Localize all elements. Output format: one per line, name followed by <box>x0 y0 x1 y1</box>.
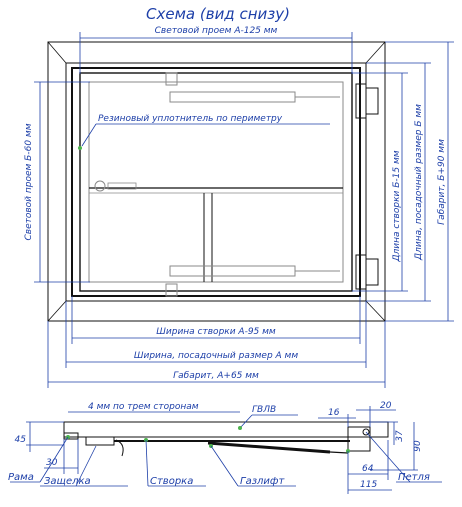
dim-45-label: 45 <box>15 435 27 445</box>
light-width-label: Световой проем А-125 мм <box>155 26 278 36</box>
dim-90-label: 90 <box>413 440 423 452</box>
gaslift-body <box>207 441 331 454</box>
sash-width-label: Ширина створки А-95 мм <box>156 327 276 337</box>
bevel-bl <box>47 300 67 322</box>
latch-bottom <box>165 283 178 297</box>
overall-height-label: Габарит, Б+90 мм <box>437 139 447 225</box>
gvlv-leader <box>239 414 253 429</box>
sash-length-label: Длина створки Б-15 мм <box>392 150 402 262</box>
bevel-br <box>365 300 386 322</box>
seal-marker <box>78 146 82 150</box>
gaslift-label: Газлифт <box>240 476 285 487</box>
hinge-pivot <box>362 428 370 436</box>
hinge-bottom-body <box>365 258 379 286</box>
bevel-tr <box>365 41 386 64</box>
seal-leader <box>81 123 97 147</box>
diagram-title: Схема (вид снизу) <box>146 5 290 23</box>
sash-leader <box>145 439 149 487</box>
dim-16-label: 16 <box>328 408 340 418</box>
latch-top <box>165 72 178 86</box>
top-view <box>47 41 386 322</box>
latch-knob <box>94 180 106 192</box>
latch-leader <box>75 445 97 487</box>
overall-width-label: Габарит, А+65 мм <box>173 371 259 381</box>
frame-leader <box>39 436 69 483</box>
dim-115-label: 115 <box>360 480 377 490</box>
hinge-top-body <box>365 87 379 115</box>
sash-outer <box>79 72 353 292</box>
dim-20-label: 20 <box>380 401 392 411</box>
dim-37-label: 37 <box>395 430 405 442</box>
outer-frame <box>47 41 386 322</box>
gvlv-label: ГВЛВ <box>252 405 276 415</box>
latch-label: Защелка <box>44 476 91 487</box>
marker-gvlv <box>238 426 242 430</box>
sash-inner <box>88 81 344 283</box>
bevel-tl <box>47 41 67 64</box>
section-view: 4 мм по трем сторонам ГВЛВ 45 <box>8 401 442 494</box>
frame-profile <box>63 432 79 440</box>
light-height-label: Световой проем Б-60 мм <box>24 123 34 240</box>
seal-label: Резиновый уплотнитель по периметру <box>98 114 283 124</box>
sash-label: Створка <box>150 476 193 487</box>
hinge-profile <box>347 426 371 452</box>
top-dimensions: Световой проем А-125 мм Световой проем Б… <box>24 26 454 388</box>
hinge-leader <box>365 431 411 483</box>
gaslift-leader <box>210 445 239 487</box>
gaslift-top <box>169 91 296 103</box>
gaslift-bottom <box>169 265 296 277</box>
gvlv-board <box>63 421 389 438</box>
inner-frame <box>65 62 367 302</box>
latch-bar <box>107 182 137 190</box>
opening-border <box>71 67 361 297</box>
latch-hook <box>115 439 124 457</box>
gap-note-label: 4 мм по трем сторонам <box>88 402 199 412</box>
mount-height-label: Длина, посадочный размер Б мм <box>414 104 424 261</box>
gaslift-rod <box>329 451 349 454</box>
latch-body <box>85 436 115 446</box>
mount-width-label: Ширина, посадочный размер А мм <box>134 351 298 361</box>
hinge-label: Петля <box>398 472 430 483</box>
dim-64-label: 64 <box>362 464 374 474</box>
frame-label: Рама <box>8 472 34 483</box>
